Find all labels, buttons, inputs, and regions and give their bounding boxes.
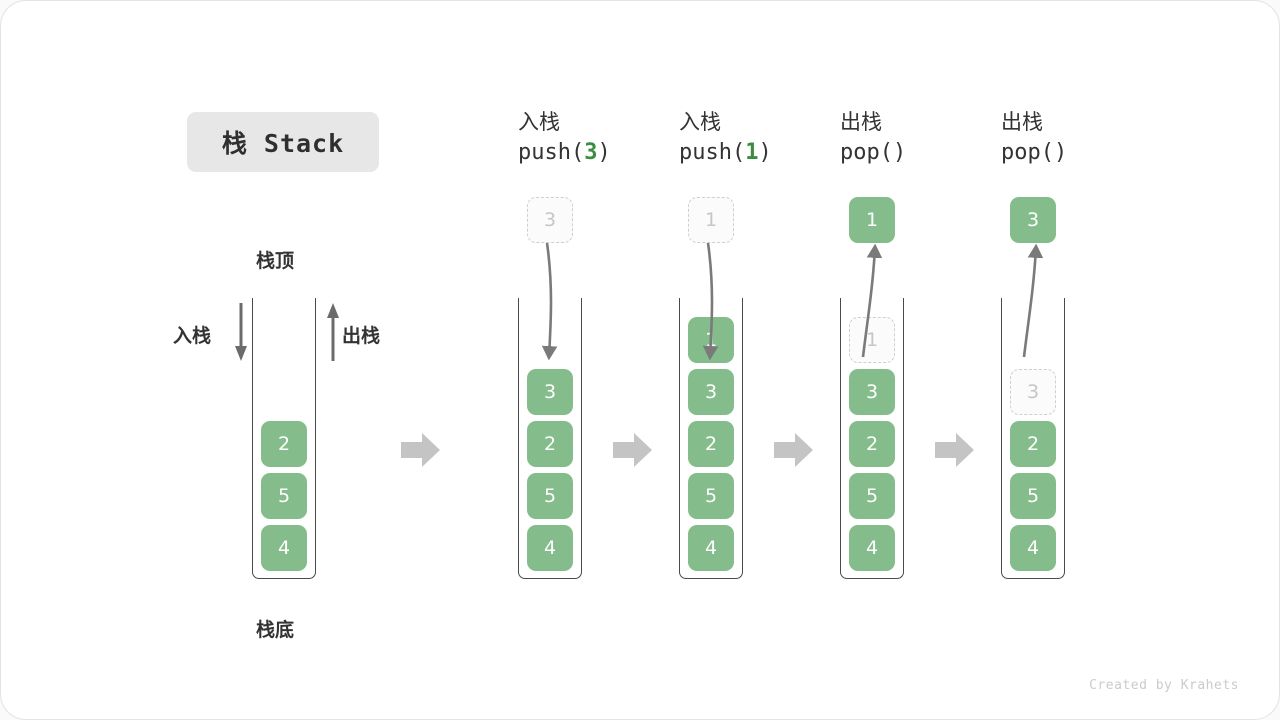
stack-cell: 4 [527, 525, 573, 571]
stack-cells: 3 2 5 4 [1001, 369, 1065, 577]
push-direction-arrow-icon [235, 303, 247, 361]
title-badge: 栈 Stack [187, 112, 379, 172]
operation-label-cn: 入栈 [679, 110, 721, 134]
operation-label-code: push(1) [679, 140, 772, 165]
stack-container [679, 298, 743, 579]
push-side-label: 入栈 [173, 325, 212, 347]
operation-label-code: pop() [1001, 140, 1068, 165]
popped-element: 3 [1010, 197, 1056, 243]
operation-label-code: push(3) [518, 140, 611, 165]
stack-cell: 4 [1010, 525, 1056, 571]
stack-cells: 1 3 2 5 4 [840, 317, 904, 577]
operation-header: 入栈 push(3) [518, 107, 611, 169]
pending-element-ghost: 3 [527, 197, 573, 243]
stack-cell: 2 [261, 421, 307, 467]
operation-header: 出栈 pop() [1001, 107, 1067, 169]
stack-cell: 3 [849, 369, 895, 415]
popped-element: 1 [849, 197, 895, 243]
stack-cell: 2 [849, 421, 895, 467]
pop-side-label: 出栈 [342, 325, 381, 347]
stack-cell: 2 [1010, 421, 1056, 467]
operation-label-code: pop() [840, 140, 907, 165]
operation-label-cn: 出栈 [1001, 110, 1043, 134]
stack-container [518, 298, 582, 579]
stack-cell: 5 [527, 473, 573, 519]
pending-element-ghost: 1 [688, 197, 734, 243]
step-transition-arrow-icon [613, 433, 652, 467]
step-transition-arrow-icon [401, 433, 440, 467]
stack-cell: 4 [261, 525, 307, 571]
stack-cell: 5 [261, 473, 307, 519]
operation-argument: 3 [584, 140, 598, 165]
stack-cell-ghost: 3 [1010, 369, 1056, 415]
stack-bottom-label: 栈底 [256, 619, 295, 641]
stack-cell: 3 [527, 369, 573, 415]
stack-cell: 2 [527, 421, 573, 467]
stack-cell: 2 [688, 421, 734, 467]
stack-cell: 4 [688, 525, 734, 571]
pop-direction-arrow-icon [327, 303, 339, 361]
operation-label-cn: 出栈 [840, 110, 882, 134]
footer-credit: Created by Krahets [1089, 678, 1239, 693]
stack-cell: 5 [1010, 473, 1056, 519]
stack-cell: 1 [688, 317, 734, 363]
stack-cells: 2 5 4 [252, 421, 316, 577]
stack-cells: 3 2 5 4 [518, 369, 582, 577]
operation-argument: 1 [745, 140, 759, 165]
stack-container [840, 298, 904, 579]
stack-cell: 5 [849, 473, 895, 519]
operation-label-cn: 入栈 [518, 110, 560, 134]
stack-cell: 4 [849, 525, 895, 571]
stack-top-label: 栈顶 [256, 250, 295, 272]
step-transition-arrow-icon [774, 433, 813, 467]
stack-container [1001, 298, 1065, 579]
stack-cells: 1 3 2 5 4 [679, 317, 743, 577]
stack-cell: 5 [688, 473, 734, 519]
stack-cell: 3 [688, 369, 734, 415]
operation-header: 出栈 pop() [840, 107, 906, 169]
stack-cell-ghost: 1 [849, 317, 895, 363]
step-transition-arrow-icon [935, 433, 974, 467]
operation-header: 入栈 push(1) [679, 107, 772, 169]
stack-container [252, 298, 316, 579]
